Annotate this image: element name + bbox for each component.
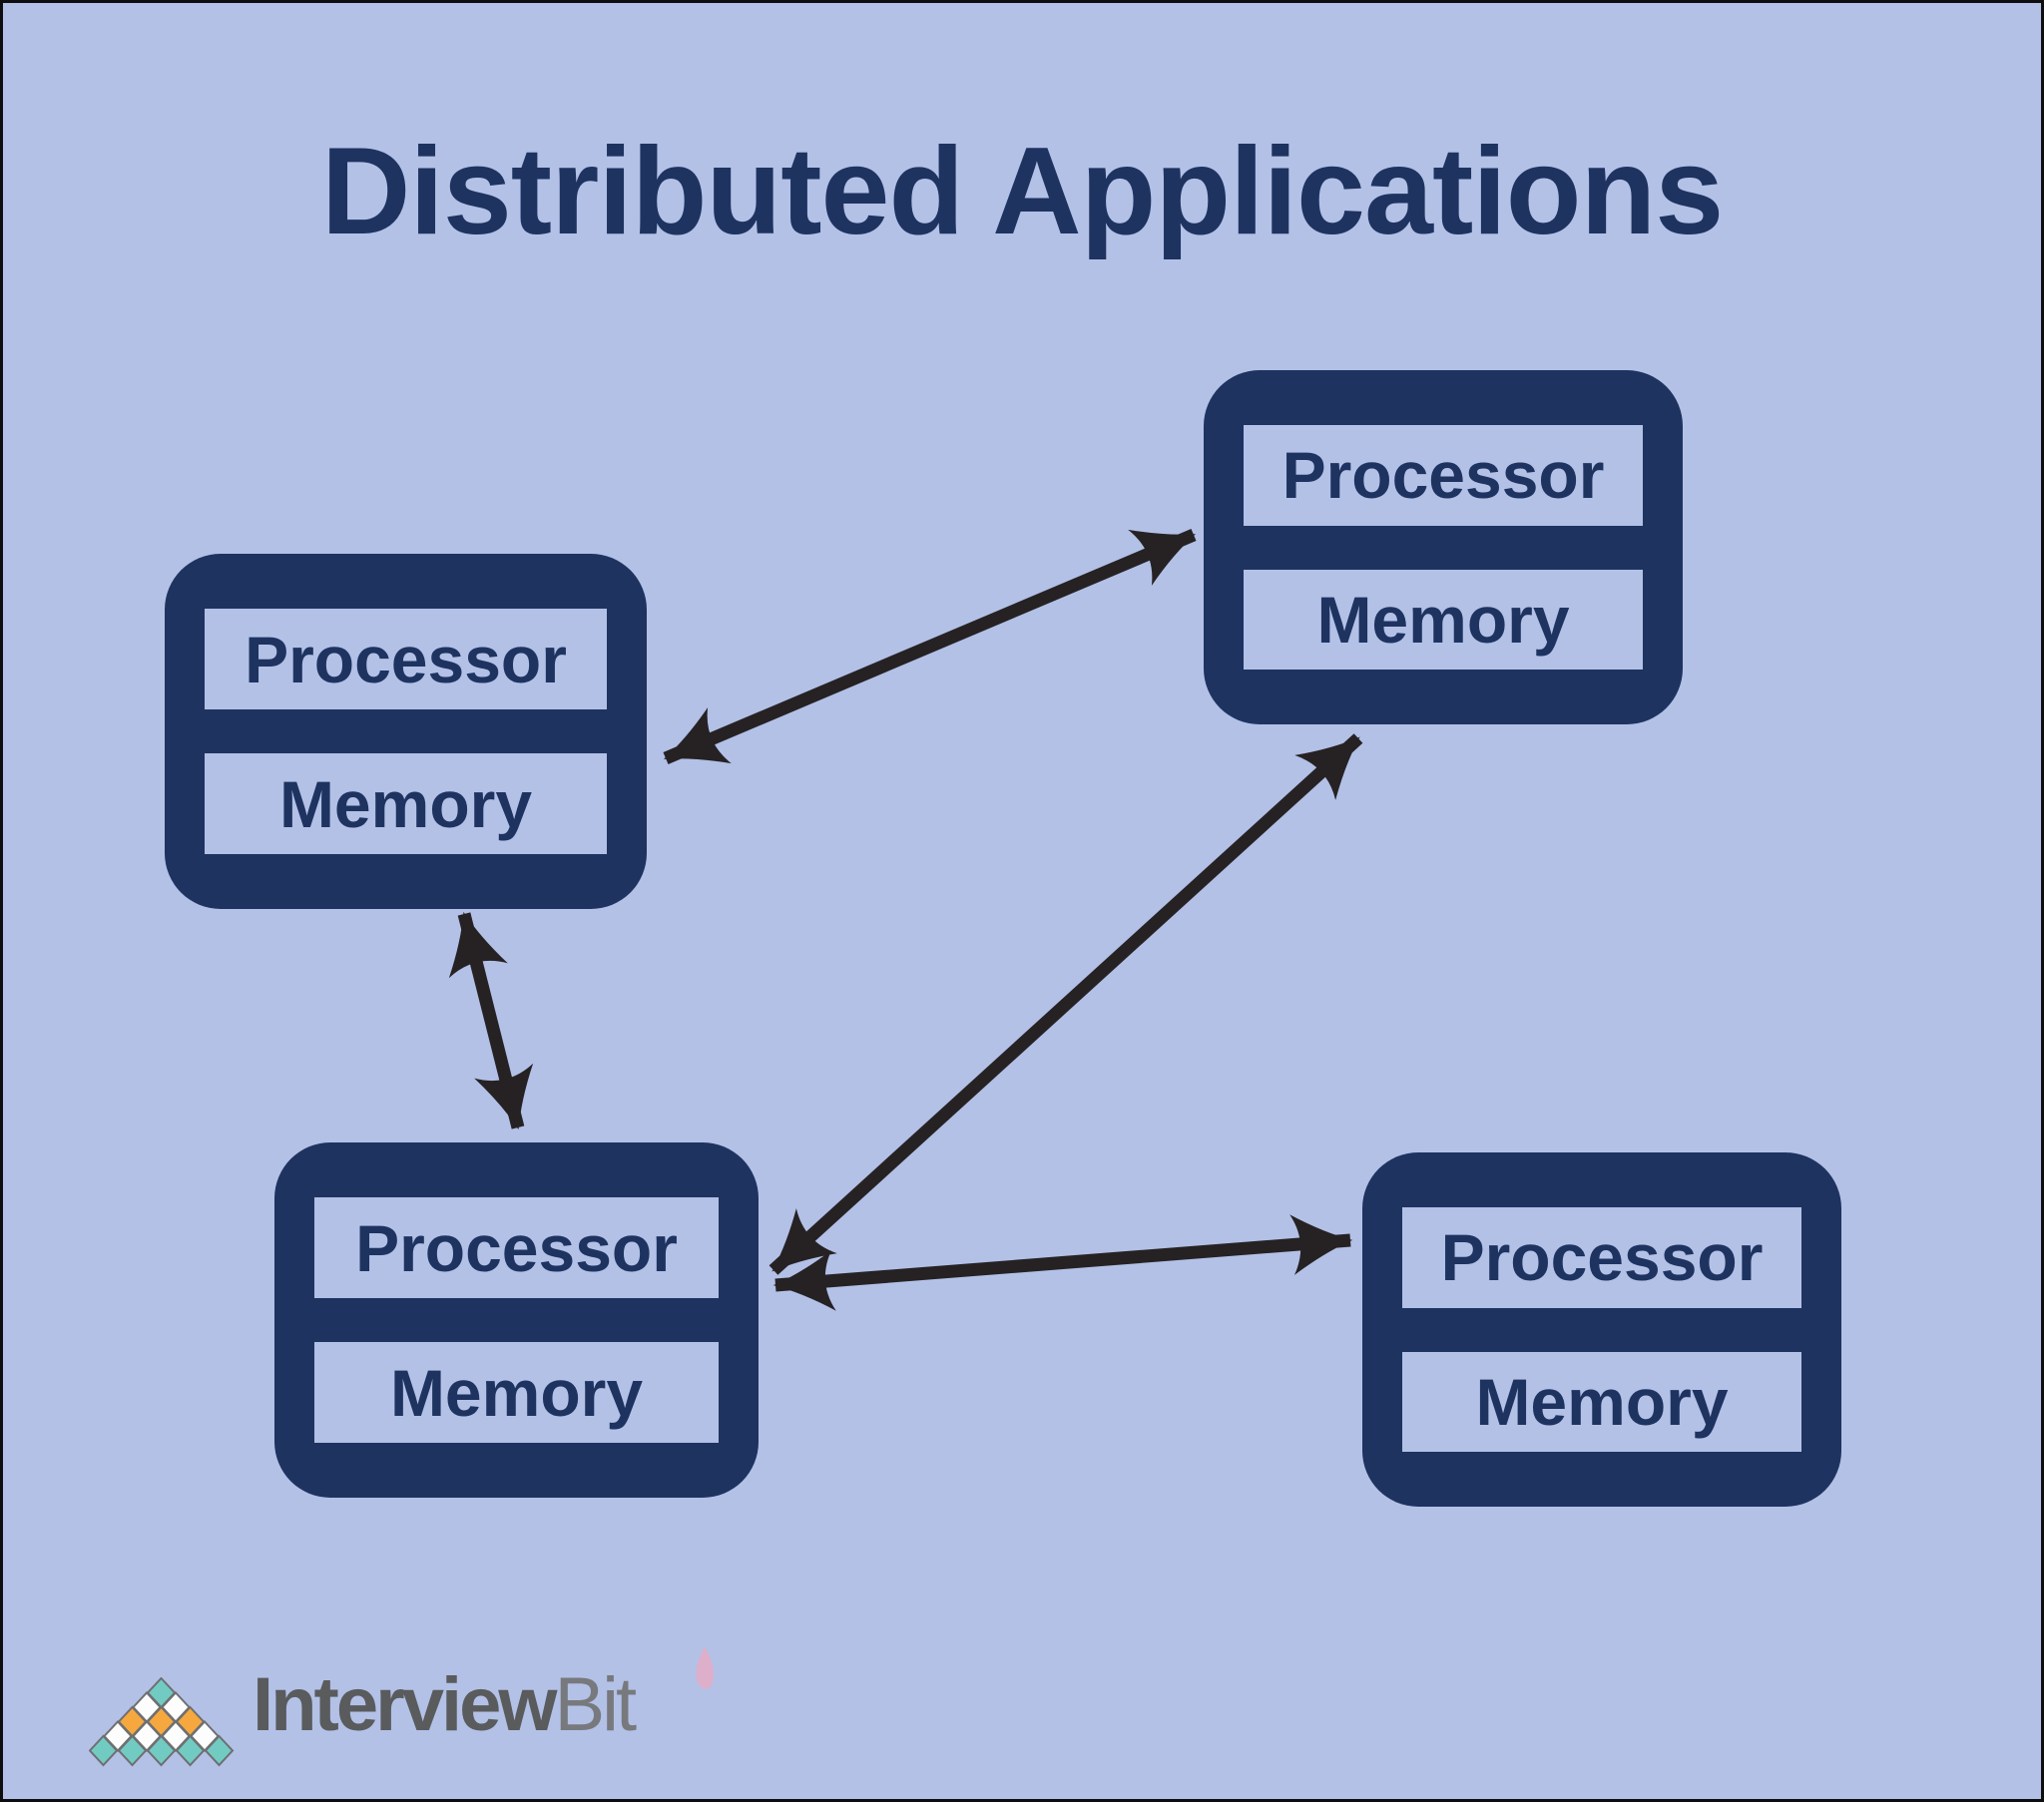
petal-artifact xyxy=(696,1646,715,1689)
page-title: Distributed Applications xyxy=(320,123,1724,260)
processor-label: Processor xyxy=(205,609,607,709)
arrow-left-bottomleft xyxy=(448,911,534,1130)
brand-primary: Interview xyxy=(253,1662,557,1747)
brand-secondary: Bit xyxy=(554,1662,637,1747)
memory-label: Memory xyxy=(314,1342,719,1443)
node-left: Processor Memory xyxy=(165,554,647,909)
node-bottom-left: Processor Memory xyxy=(274,1142,759,1498)
processor-label: Processor xyxy=(314,1197,719,1298)
brand-logo: InterviewBit xyxy=(89,1667,637,1769)
arrow-left-topright xyxy=(663,529,1197,764)
memory-label: Memory xyxy=(1244,569,1643,670)
processor-label: Processor xyxy=(1402,1207,1801,1308)
arrow-bottomleft-topright xyxy=(768,733,1363,1275)
node-top-right: Processor Memory xyxy=(1204,370,1683,724)
node-bottom-right: Processor Memory xyxy=(1362,1152,1841,1507)
brand-wordmark: InterviewBit xyxy=(253,1667,637,1769)
memory-label: Memory xyxy=(1402,1351,1801,1452)
processor-label: Processor xyxy=(1244,425,1643,526)
memory-label: Memory xyxy=(205,753,607,854)
arrow-bottomleft-bottomright xyxy=(772,1214,1353,1311)
logo-pyramid-icon xyxy=(89,1677,235,1767)
